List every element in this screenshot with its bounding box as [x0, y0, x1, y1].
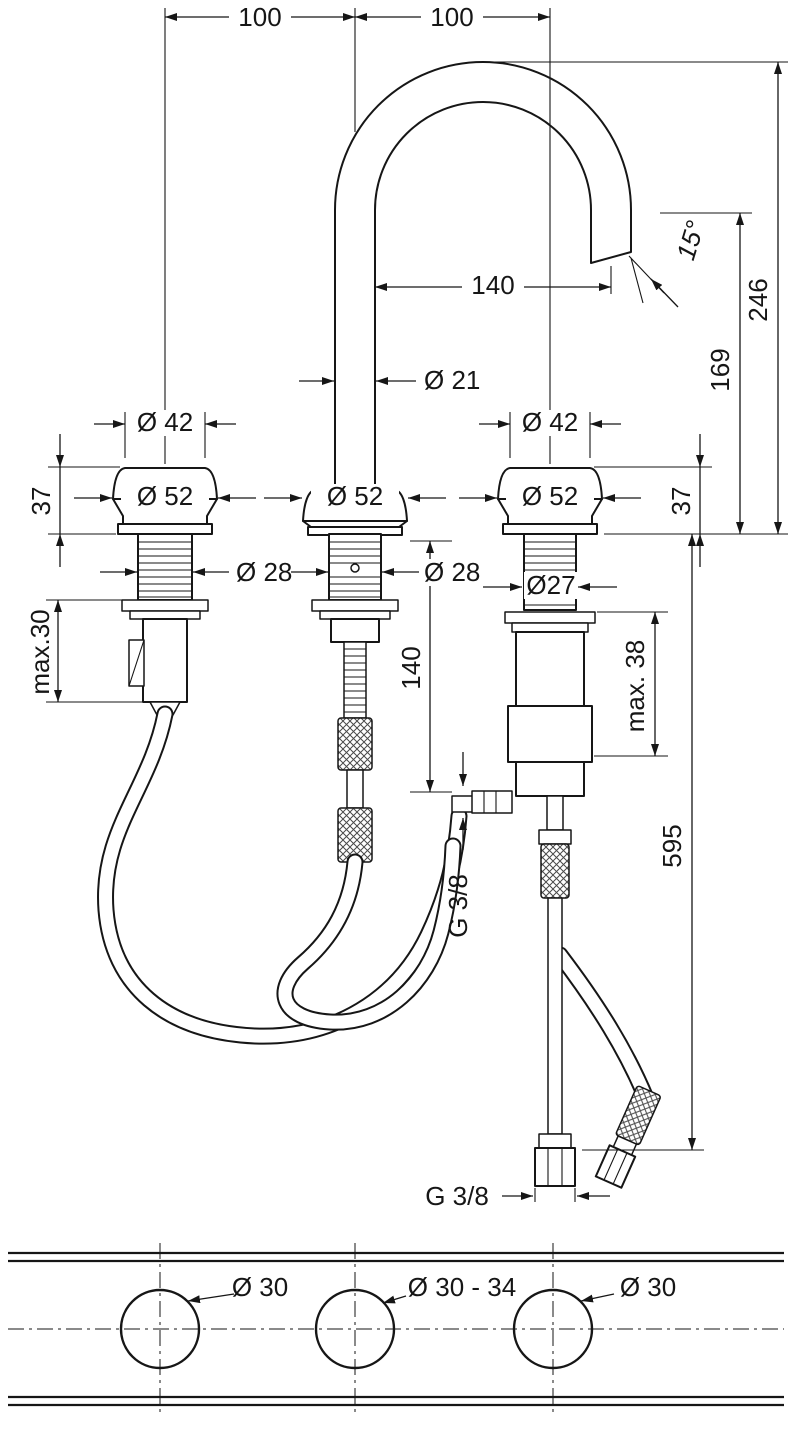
hole-middle — [314, 1288, 396, 1370]
middle-shank — [311, 533, 399, 863]
label-spout-pipe-dia: Ø 21 — [424, 365, 480, 395]
label-spacing-left: 100 — [238, 2, 281, 32]
hole-right — [512, 1288, 594, 1370]
spout — [334, 61, 632, 489]
label-rosette-dia-left: Ø 52 — [137, 481, 193, 511]
label-rosette-dia-middle: Ø 52 — [327, 481, 383, 511]
right-valve-body — [451, 533, 596, 1187]
dim-connection-length — [582, 534, 704, 1151]
label-handle-height-left: 37 — [26, 487, 56, 516]
dim-height-169 — [660, 212, 752, 534]
mounting-hole-view — [8, 1243, 784, 1415]
label-counter-max-left: max.30 — [25, 609, 55, 694]
label-connection-length: 595 — [657, 824, 687, 867]
dim-handle-dia-left — [94, 412, 236, 458]
dim-handle-dia-right — [479, 412, 621, 458]
dim-thread-bottom — [502, 1188, 610, 1202]
label-shank-dia-middle: Ø 28 — [424, 557, 480, 587]
hose-supply-right — [551, 946, 661, 1189]
label-hole-right: Ø 30 — [620, 1272, 676, 1302]
label-spacing-right: 100 — [430, 2, 473, 32]
hose-middle — [276, 837, 462, 1031]
label-shank-dia-left: Ø 28 — [236, 557, 292, 587]
label-hole-middle: Ø 30 - 34 — [408, 1272, 516, 1302]
dim-handle-height-left — [48, 434, 120, 567]
dim-spout-angle — [628, 255, 679, 308]
label-handle-height-right: 37 — [666, 487, 696, 516]
label-spout-reach: 140 — [471, 270, 514, 300]
label-counter-max-right: max. 38 — [620, 640, 650, 733]
dim-counter-max-right — [594, 611, 668, 757]
label-handle-dia-right: Ø 42 — [522, 407, 578, 437]
label-thread-side: G 3/8 — [443, 874, 473, 938]
dim-handle-height-right — [594, 434, 712, 567]
left-valve-body — [121, 533, 209, 716]
label-hose-offset: 140 — [396, 646, 426, 689]
label-height-outlet: 169 — [705, 348, 735, 391]
label-hole-left: Ø 30 — [232, 1272, 288, 1302]
hole-left — [119, 1288, 201, 1370]
label-spout-angle: 15° — [670, 217, 710, 263]
label-shank-dia-right: Ø27 — [526, 570, 575, 600]
dim-counter-max-left — [46, 599, 142, 703]
label-height-overall: 246 — [743, 278, 773, 321]
label-handle-dia-left: Ø 42 — [137, 407, 193, 437]
label-rosette-dia-right: Ø 52 — [522, 481, 578, 511]
label-thread-bottom: G 3/8 — [425, 1181, 489, 1211]
